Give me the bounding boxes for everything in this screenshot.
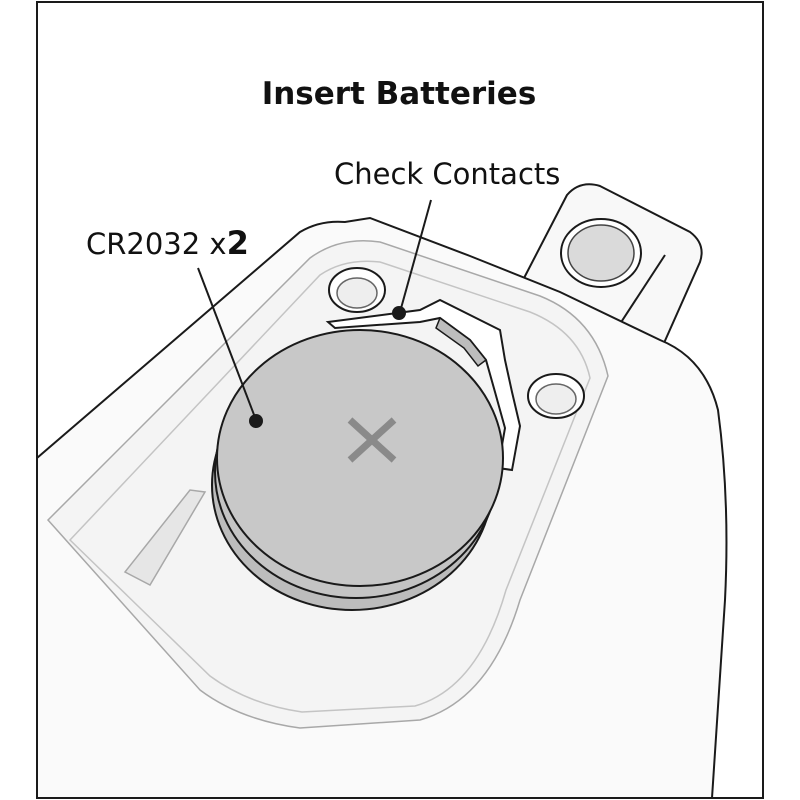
battery-count: 2 xyxy=(227,224,249,262)
diagram-title: Insert Batteries xyxy=(262,76,537,112)
battery-pointer-dot xyxy=(249,414,263,428)
battery-leader-line xyxy=(197,267,257,421)
x-mark-icon xyxy=(347,417,397,463)
contacts-pointer-dot xyxy=(392,306,406,320)
battery-model-text: CR2032 x xyxy=(86,227,227,261)
screw-hole-right xyxy=(527,373,585,419)
screw-hole-left xyxy=(328,267,386,313)
strap-loop xyxy=(521,183,703,354)
contacts-leader-line xyxy=(399,199,432,313)
contacts-label: Check Contacts xyxy=(334,157,560,191)
coin-cell-battery xyxy=(211,329,504,611)
battery-model-label: CR2032 x2 xyxy=(86,224,249,262)
